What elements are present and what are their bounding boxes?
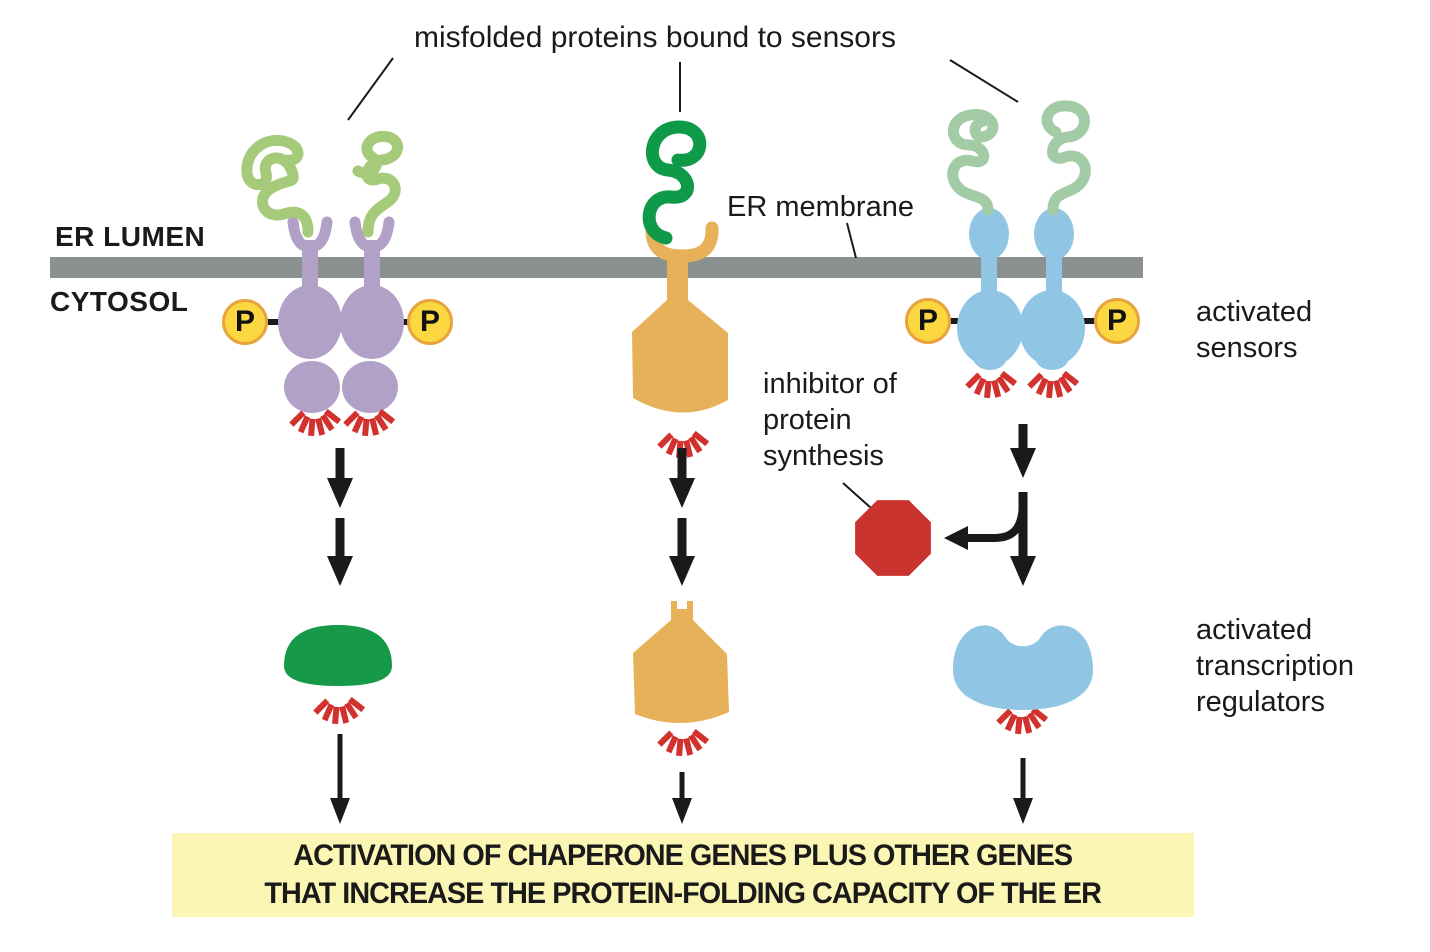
title-pointer-lines (347, 57, 1019, 121)
phosphate-letter: P (234, 305, 255, 338)
activated-transcription-regulators-label: activated transcription regulators (1196, 614, 1354, 718)
misfolded-protein-right-2 (1041, 100, 1091, 216)
arrow-bottom-left (330, 734, 350, 824)
phosphate-badge: P (222, 299, 268, 345)
arrow-left-1 (327, 448, 353, 508)
inhibitor-label: inhibitor of protein synthesis (763, 368, 897, 472)
inhibitor-octagon (855, 500, 931, 576)
right-sensor (957, 208, 1085, 370)
regulator-orange-cleaved (633, 601, 729, 724)
arrow-bottom-middle (672, 772, 692, 824)
inhibitor-pointer-line (842, 482, 872, 509)
outcome-box: ACTIVATION OF CHAPERONE GENES PLUS OTHER… (172, 833, 1194, 917)
outcome-line-1: ACTIVATION OF CHAPERONE GENES PLUS OTHER… (293, 839, 1074, 872)
left-sensor (278, 216, 404, 413)
arrow-bottom-right (1013, 758, 1033, 824)
regulator-green-oval (284, 625, 392, 686)
phosphate-letter: P (1106, 304, 1127, 337)
misfolded-protein-middle (642, 120, 707, 245)
misfolded-protein-right-1 (947, 109, 999, 216)
arrow-left-2 (327, 518, 353, 586)
arrow-middle-2 (669, 518, 695, 586)
activated-sensors-label: activated sensors (1196, 296, 1313, 364)
pointer-line-left (347, 57, 394, 121)
phosphate-letter: P (419, 305, 440, 338)
phosphate-letter: P (917, 304, 938, 337)
pointer-line-right (949, 59, 1019, 103)
misfolded-protein-left-2 (352, 130, 403, 238)
phosphate-badge: P (407, 299, 453, 345)
diagram-title: misfolded proteins bound to sensors (414, 21, 896, 54)
branch-arrow-to-inhibitor (944, 499, 1027, 550)
regulator-blue-bean (953, 625, 1093, 710)
misfolded-protein-left-1 (241, 134, 314, 238)
er-lumen-label: ER LUMEN (55, 221, 206, 252)
outcome-line-2: THAT INCREASE THE PROTEIN-FOLDING CAPACI… (264, 877, 1102, 910)
er-membrane-label: ER membrane (727, 191, 914, 223)
middle-sensor (632, 221, 728, 413)
er-membrane-bar (50, 257, 1143, 278)
phosphate-badge: P (1094, 298, 1140, 344)
phosphate-badge: P (905, 298, 951, 344)
arrow-middle-1 (669, 448, 695, 508)
er-membrane-pointer-line (846, 222, 857, 259)
cytosol-label: CYTOSOL (50, 286, 189, 317)
arrow-right-1 (1010, 424, 1036, 478)
